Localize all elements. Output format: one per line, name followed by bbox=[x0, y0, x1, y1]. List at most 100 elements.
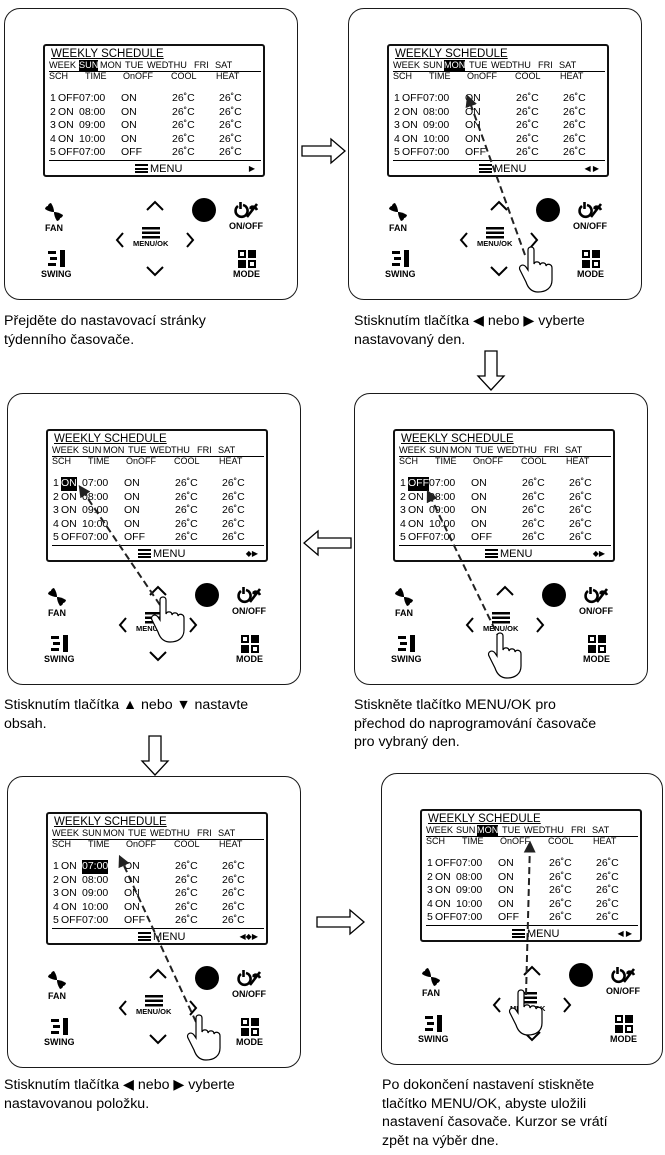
cell-state[interactable]: OFF bbox=[435, 857, 456, 869]
cell-time[interactable]: 10:00 bbox=[423, 132, 450, 145]
cell-state[interactable]: ON bbox=[58, 119, 74, 132]
up-button[interactable] bbox=[522, 965, 542, 977]
day-sat[interactable]: SAT bbox=[592, 825, 610, 835]
menu-ok-button[interactable]: MENU/OK bbox=[133, 227, 168, 249]
cell-state[interactable]: OFF bbox=[61, 531, 82, 544]
round-button[interactable] bbox=[194, 965, 220, 991]
cell-state[interactable]: OFF bbox=[408, 531, 429, 544]
day-tue[interactable]: TUE bbox=[475, 445, 494, 455]
day-thu[interactable]: THU bbox=[545, 825, 564, 835]
day-wed[interactable]: WED bbox=[491, 60, 513, 70]
fan-button[interactable]: FAN bbox=[46, 586, 68, 618]
day-wed[interactable]: WED bbox=[150, 445, 172, 455]
menu-ok-button[interactable]: MENU/OK bbox=[136, 612, 171, 634]
day-wed[interactable]: WED bbox=[150, 828, 172, 838]
onoff-button[interactable]: ON/OFF bbox=[232, 586, 266, 616]
cell-state[interactable]: ON bbox=[61, 887, 77, 900]
cell-state[interactable]: ON bbox=[58, 105, 74, 118]
day-tue[interactable]: TUE bbox=[125, 60, 144, 70]
cell-time[interactable]: 10:00 bbox=[429, 517, 456, 530]
cell-time[interactable]: 09:00 bbox=[423, 119, 450, 132]
cell-time[interactable]: 07:00 bbox=[456, 911, 483, 924]
fan-button[interactable]: FAN bbox=[387, 201, 409, 233]
round-button[interactable] bbox=[194, 582, 220, 608]
day-mon[interactable]: MON bbox=[103, 828, 125, 838]
cell-time[interactable]: 07:00 bbox=[79, 92, 106, 104]
up-button[interactable] bbox=[495, 585, 515, 597]
cell-state[interactable]: OFF bbox=[58, 92, 79, 104]
cell-time[interactable]: 07:00 bbox=[456, 857, 483, 869]
round-button[interactable] bbox=[541, 582, 567, 608]
cell-state[interactable]: ON bbox=[61, 504, 77, 517]
cell-state[interactable]: OFF bbox=[402, 146, 423, 159]
cell-time[interactable]: 08:00 bbox=[79, 105, 106, 118]
up-button[interactable] bbox=[145, 200, 165, 212]
cell-state[interactable]: ON bbox=[402, 105, 418, 118]
cell-state[interactable]: ON bbox=[402, 119, 418, 132]
cell-state[interactable]: ON bbox=[61, 477, 77, 491]
round-button[interactable] bbox=[568, 962, 594, 988]
cell-state[interactable]: OFF bbox=[402, 92, 423, 104]
left-button[interactable] bbox=[118, 999, 128, 1017]
menu-ok-button[interactable]: MENU/OK bbox=[510, 992, 545, 1014]
swing-button[interactable]: SWING bbox=[385, 249, 416, 279]
cell-time[interactable]: 08:00 bbox=[456, 870, 483, 883]
cell-time[interactable]: 07:00 bbox=[429, 477, 456, 489]
day-sun[interactable]: SUN bbox=[79, 60, 99, 71]
fan-button[interactable]: FAN bbox=[420, 966, 442, 998]
left-button[interactable] bbox=[459, 231, 469, 249]
round-button[interactable] bbox=[191, 197, 217, 223]
down-button[interactable] bbox=[495, 650, 515, 662]
left-button[interactable] bbox=[492, 996, 502, 1014]
down-button[interactable] bbox=[145, 265, 165, 277]
mode-button[interactable]: MODE bbox=[610, 1014, 637, 1044]
day-tue[interactable]: TUE bbox=[128, 828, 147, 838]
day-sat[interactable]: SAT bbox=[215, 60, 233, 70]
cell-state[interactable]: ON bbox=[61, 517, 77, 530]
day-wed[interactable]: WED bbox=[497, 445, 519, 455]
day-fri[interactable]: FRI bbox=[194, 60, 209, 70]
cell-state[interactable]: ON bbox=[435, 897, 451, 910]
swing-button[interactable]: SWING bbox=[41, 249, 72, 279]
day-tue[interactable]: TUE bbox=[128, 445, 147, 455]
fan-button[interactable]: FAN bbox=[43, 201, 65, 233]
swing-button[interactable]: SWING bbox=[418, 1014, 449, 1044]
day-wed[interactable]: WED bbox=[147, 60, 169, 70]
day-mon[interactable]: MON bbox=[100, 60, 122, 70]
down-button[interactable] bbox=[148, 650, 168, 662]
day-thu[interactable]: THU bbox=[171, 828, 190, 838]
onoff-button[interactable]: ON/OFF bbox=[579, 586, 613, 616]
mode-button[interactable]: MODE bbox=[583, 634, 610, 664]
cell-time[interactable]: 09:00 bbox=[456, 884, 483, 897]
left-button[interactable] bbox=[465, 616, 475, 634]
swing-button[interactable]: SWING bbox=[44, 1017, 75, 1047]
mode-button[interactable]: MODE bbox=[577, 249, 604, 279]
cell-time[interactable]: 08:00 bbox=[82, 490, 109, 503]
day-sat[interactable]: SAT bbox=[218, 828, 236, 838]
day-sun[interactable]: SUN bbox=[456, 825, 476, 835]
cell-state[interactable]: OFF bbox=[408, 477, 429, 491]
swing-button[interactable]: SWING bbox=[44, 634, 75, 664]
day-mon[interactable]: MON bbox=[103, 445, 125, 455]
up-button[interactable] bbox=[489, 200, 509, 212]
day-thu[interactable]: THU bbox=[512, 60, 531, 70]
cell-time[interactable]: 10:00 bbox=[82, 900, 109, 913]
cell-time[interactable]: 09:00 bbox=[82, 887, 109, 900]
cell-state[interactable]: ON bbox=[61, 900, 77, 913]
right-button[interactable] bbox=[188, 999, 198, 1017]
menu-ok-button[interactable]: MENU/OK bbox=[477, 227, 512, 249]
onoff-button[interactable]: ON/OFF bbox=[573, 201, 607, 231]
day-sat[interactable]: SAT bbox=[559, 60, 577, 70]
day-tue[interactable]: TUE bbox=[469, 60, 488, 70]
cell-time[interactable]: 08:00 bbox=[423, 105, 450, 118]
swing-button[interactable]: SWING bbox=[391, 634, 422, 664]
day-fri[interactable]: FRI bbox=[571, 825, 586, 835]
down-button[interactable] bbox=[148, 1033, 168, 1045]
cell-time[interactable]: 07:00 bbox=[423, 146, 450, 159]
day-sat[interactable]: SAT bbox=[218, 445, 236, 455]
day-mon[interactable]: MON bbox=[477, 825, 499, 836]
fan-button[interactable]: FAN bbox=[393, 586, 415, 618]
cell-time[interactable]: 07:00 bbox=[82, 914, 109, 927]
round-button[interactable] bbox=[535, 197, 561, 223]
right-button[interactable] bbox=[188, 616, 198, 634]
